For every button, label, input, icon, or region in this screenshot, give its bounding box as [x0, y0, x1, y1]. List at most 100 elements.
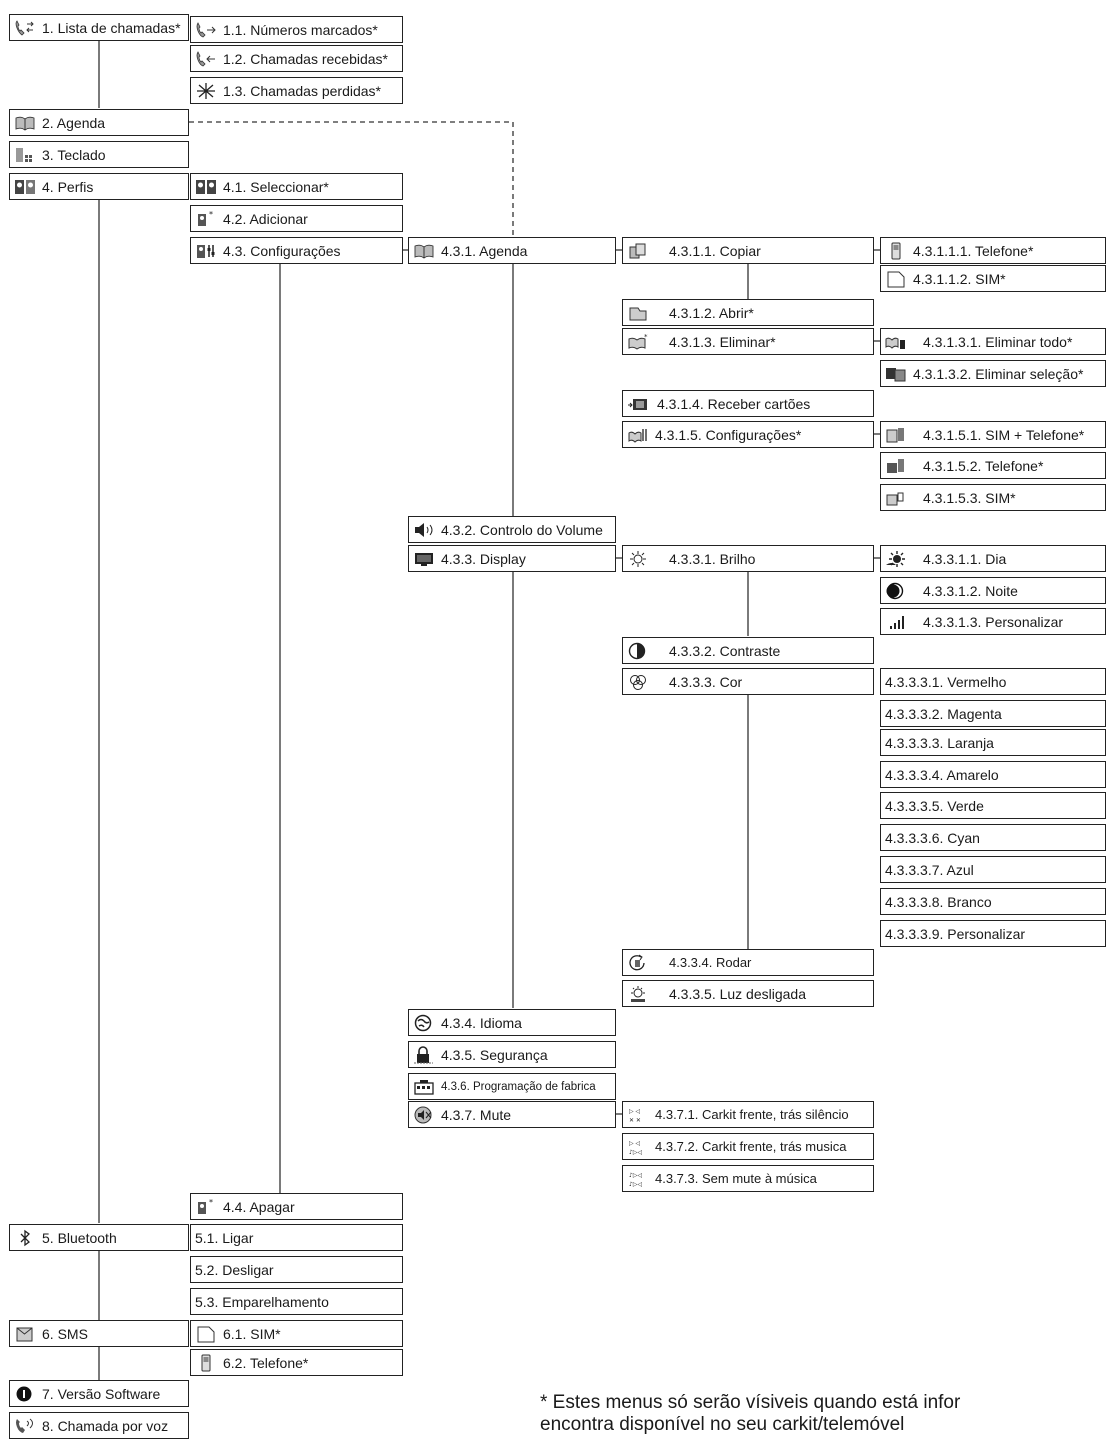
menu-item-6-2[interactable]: 6.2. Telefone* [190, 1349, 403, 1376]
menu-item-4-3-3-3-6-label: 4.3.3.3.6. Cyan [885, 829, 980, 846]
menu-item-4-3-2[interactable]: 4.3.2. Controlo do Volume [408, 516, 616, 543]
book-icon [14, 114, 36, 132]
menu-item-4-3-3-3-8-label: 4.3.3.3.8. Branco [885, 893, 992, 910]
menu-item-4-3-1-5-1[interactable]: 4.3.1.5.1. SIM + Telefone* [880, 421, 1106, 448]
menu-item-4-3-3-1-1-label: 4.3.3.1.1. Dia [923, 550, 1007, 567]
menu-item-4-3-3-3-8[interactable]: 4.3.3.3.8. Branco [880, 888, 1106, 915]
menu-item-4-3-1-1[interactable]: 4.3.1.1. Copiar [622, 237, 874, 264]
menu-item-4-3-3-2-label: 4.3.3.2. Contraste [669, 642, 781, 659]
menu-item-4-3-3-1-2[interactable]: 4.3.3.1.2. Noite [880, 577, 1106, 604]
phone-icon [195, 1354, 217, 1372]
sim-phone-icon [885, 426, 907, 444]
menu-item-4-3-3-4[interactable]: 4.3.3.4. Rodar [622, 949, 874, 976]
menu-item-4-3-1-3-2[interactable]: 4.3.1.3.2. Eliminar seleção* [880, 360, 1106, 387]
delete-profile-icon: * [195, 1198, 217, 1216]
menu-item-8[interactable]: 8. Chamada por voz [9, 1412, 189, 1439]
menu-item-4-3-4[interactable]: 4.3.4. Idioma [408, 1009, 616, 1036]
menu-item-4-3-3-1-2-label: 4.3.3.1.2. Noite [923, 582, 1018, 599]
menu-item-1-1-label: 1.1. Números marcados* [223, 21, 378, 38]
menu-item-4-3-3-3-6[interactable]: 4.3.3.3.6. Cyan [880, 824, 1106, 851]
menu-item-4-3-3-3-1[interactable]: 4.3.3.3.1. Vermelho [880, 668, 1106, 695]
menu-item-4-3-1-1-1-label: 4.3.1.1.1. Telefone* [913, 242, 1034, 259]
carkit-music-icon: ▷ ◁♪▷◁ [627, 1138, 649, 1156]
menu-item-4-3-7-1[interactable]: ▷ ◁✕ ✕ 4.3.7.1. Carkit frente, trás silê… [622, 1101, 874, 1128]
menu-item-4-3-5[interactable]: 4.3.5. Segurança [408, 1041, 616, 1068]
menu-item-4-3-1-3-1[interactable]: 4.3.1.3.1. Eliminar todo* [880, 328, 1106, 355]
menu-item-4-3-3[interactable]: 4.3.3. Display [408, 545, 616, 572]
menu-item-4-3-3-1[interactable]: 4.3.3.1. Brilho [622, 545, 874, 572]
menu-item-4-2[interactable]: * 4.2. Adicionar [190, 205, 403, 232]
menu-item-1-3[interactable]: 1.3. Chamadas perdidas* [190, 77, 403, 104]
menu-item-4-3-3-1-1[interactable]: 4.3.3.1.1. Dia [880, 545, 1106, 572]
menu-item-4-3-1-5-label: 4.3.1.5. Configurações* [655, 426, 802, 443]
keypad-icon [14, 146, 36, 164]
menu-item-5-1-label: 5.1. Ligar [195, 1229, 254, 1246]
menu-item-2[interactable]: 2. Agenda [9, 109, 189, 136]
menu-item-5-1[interactable]: 5.1. Ligar [190, 1224, 403, 1251]
menu-item-4-3-3-3-5[interactable]: 4.3.3.3.5. Verde [880, 792, 1106, 819]
menu-item-4-3-1-2-label: 4.3.1.2. Abrir* [669, 304, 754, 321]
menu-item-4[interactable]: 4. Perfis [9, 173, 189, 200]
menu-item-4-3-1-2[interactable]: 4.3.1.2. Abrir* [622, 299, 874, 326]
menu-item-4-3-7-2-label: 4.3.7.2. Carkit frente, trás musica [655, 1139, 847, 1154]
menu-item-5-3[interactable]: 5.3. Emparelhamento [190, 1288, 403, 1315]
menu-item-4-3-1-5[interactable]: 4.3.1.5. Configurações* [622, 421, 874, 448]
menu-item-4-3-1[interactable]: 4.3.1. Agenda [408, 237, 616, 264]
menu-item-4-3-3-1-3[interactable]: 4.3.3.1.3. Personalizar [880, 608, 1106, 635]
menu-item-5-2-label: 5.2. Desligar [195, 1261, 274, 1278]
menu-item-4-3-1-1-2[interactable]: 4.3.1.1.2. SIM* [880, 265, 1106, 292]
sim-card-icon [885, 270, 907, 288]
menu-item-1-2[interactable]: 1.2. Chamadas recebidas* [190, 45, 403, 72]
svg-text:*: * [209, 210, 213, 219]
menu-item-4-3-6[interactable]: 4.3.6. Programação de fabrica [408, 1073, 616, 1100]
menu-item-4-3-1-3[interactable]: * 4.3.1.3. Eliminar* [622, 328, 874, 355]
menu-item-4-1[interactable]: 4.1. Seleccionar* [190, 173, 403, 200]
menu-item-4-3-1-5-3-label: 4.3.1.5.3. SIM* [923, 489, 1016, 506]
menu-item-4-3-1-5-2[interactable]: 4.3.1.5.2. Telefone* [880, 452, 1106, 479]
menu-item-6[interactable]: 6. SMS [9, 1320, 189, 1347]
menu-item-4-3-3-5-label: 4.3.3.5. Luz desligada [669, 985, 806, 1002]
rotate-icon [627, 954, 649, 972]
language-globe-icon [413, 1014, 435, 1032]
day-icon [885, 550, 907, 568]
menu-item-4-3-3-3-2[interactable]: 4.3.3.3.2. Magenta [880, 700, 1106, 727]
menu-item-4-3-3-3-5-label: 4.3.3.3.5. Verde [885, 797, 984, 814]
menu-item-5[interactable]: 5. Bluetooth [9, 1224, 189, 1251]
menu-item-4-3-3-2[interactable]: 4.3.3.2. Contraste [622, 637, 874, 664]
menu-item-4-3-3-3-3[interactable]: 4.3.3.3.3. Laranja [880, 729, 1106, 756]
menu-item-5-label: 5. Bluetooth [42, 1229, 117, 1246]
menu-item-4-3-1-3-label: 4.3.1.3. Eliminar* [669, 333, 776, 350]
svg-text:▷ ◁: ▷ ◁ [629, 1140, 641, 1147]
menu-item-4-3-1-1-1[interactable]: 4.3.1.1.1. Telefone* [880, 237, 1106, 264]
menu-item-4-3-3-3-3-label: 4.3.3.3.3. Laranja [885, 734, 994, 751]
menu-item-4-3-5-label: 4.3.5. Segurança [441, 1046, 548, 1063]
delete-selection-icon [885, 365, 907, 383]
menu-item-5-2[interactable]: 5.2. Desligar [190, 1256, 403, 1283]
call-list-icon [14, 19, 36, 37]
menu-item-4-3-3-5[interactable]: 4.3.3.5. Luz desligada [622, 980, 874, 1007]
menu-item-6-1-label: 6.1. SIM* [223, 1325, 281, 1342]
menu-item-4-3-3-3[interactable]: 4.3.3.3. Cor [622, 668, 874, 695]
menu-item-1-1[interactable]: 1.1. Números marcados* [190, 16, 403, 43]
sim-card-icon [195, 1325, 217, 1343]
menu-item-4-3-1-5-3[interactable]: 4.3.1.5.3. SIM* [880, 484, 1106, 511]
menu-item-6-1[interactable]: 6.1. SIM* [190, 1320, 403, 1347]
menu-item-7[interactable]: 7. Versão Software [9, 1380, 189, 1407]
menu-item-4-3-3-3-7[interactable]: 4.3.3.3.7. Azul [880, 856, 1106, 883]
menu-item-4-3-1-5-2-label: 4.3.1.5.2. Telefone* [923, 457, 1044, 474]
menu-item-4-3[interactable]: 4.3. Configurações [190, 237, 403, 264]
menu-item-4-3-7-3[interactable]: ♪▷◁♪▷◁ 4.3.7.3. Sem mute à música [622, 1165, 874, 1192]
menu-item-4-4[interactable]: * 4.4. Apagar [190, 1193, 403, 1220]
svg-text:♪▷◁: ♪▷◁ [629, 1181, 642, 1188]
menu-item-3[interactable]: 3. Teclado [9, 141, 189, 168]
menu-item-4-4-label: 4.4. Apagar [223, 1198, 295, 1215]
menu-item-4-3-7-2[interactable]: ▷ ◁♪▷◁ 4.3.7.2. Carkit frente, trás musi… [622, 1133, 874, 1160]
menu-item-4-3-3-3-9[interactable]: 4.3.3.3.9. Personalizar [880, 920, 1106, 947]
menu-item-1[interactable]: 1. Lista de chamadas* [9, 14, 189, 41]
received-calls-icon [195, 50, 217, 68]
menu-item-4-3-7[interactable]: 4.3.7. Mute [408, 1101, 616, 1128]
menu-item-4-1-label: 4.1. Seleccionar* [223, 178, 329, 195]
bluetooth-icon [14, 1229, 36, 1247]
menu-item-4-3-1-4[interactable]: 4.3.1.4. Receber cartões [622, 390, 874, 417]
menu-item-4-3-3-3-4[interactable]: 4.3.3.3.4. Amarelo [880, 761, 1106, 788]
